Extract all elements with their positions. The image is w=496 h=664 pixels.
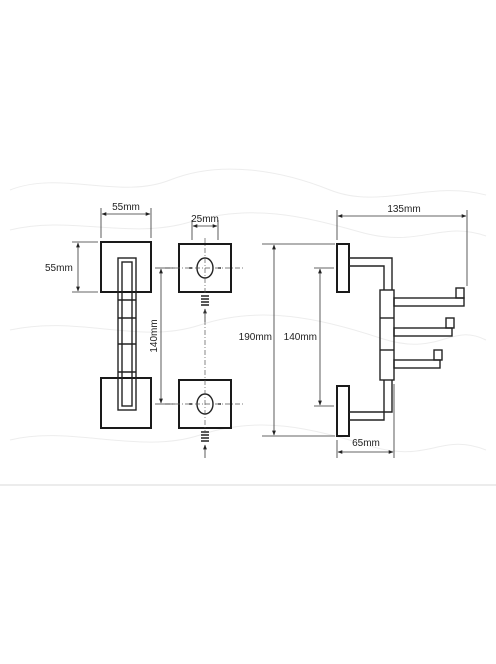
side-view [336,243,465,437]
front-top-plate [100,241,152,293]
arm-1 [393,297,465,307]
side-lower-bracket [349,380,393,421]
depth-label: 65mm [352,438,380,449]
base-width-dimension: 25mm [191,214,219,240]
side-bottom-plate [336,385,350,437]
front-height-dimension: 55mm [45,241,98,293]
arm-2 [393,327,453,337]
arm-length-label: 135mm [387,204,420,215]
arm-2-tip [445,317,455,329]
arm-3-tip [433,349,443,361]
arm-3 [393,359,441,369]
side-hinge-column [379,289,395,381]
arm-1-tip [455,287,465,299]
front-width-dimension: 55mm [100,202,152,238]
total-height-dimension: 190mm [239,243,335,437]
screw-top [201,295,209,306]
mount-spacing-side-label: 140mm [149,319,160,352]
front-bar-outer [117,257,137,411]
front-width-label: 55mm [112,202,140,213]
mount-spacing-right-dimension: 140mm [284,267,334,407]
arm-length-dimension: 135mm [336,204,468,286]
total-height-label: 190mm [239,332,272,343]
side-top-plate [336,243,350,293]
mount-spacing-right-label: 140mm [284,332,317,343]
mount-base-view [165,238,245,458]
side-upper-bracket [349,257,393,290]
front-height-label: 55mm [45,263,73,274]
depth-dimension: 65mm [336,384,395,458]
front-bottom-plate [100,377,152,429]
mount-spacing-side-dimension: 140mm [149,267,175,405]
base-width-label: 25mm [191,214,219,225]
front-view [100,241,152,429]
front-bar-inner [121,261,133,407]
